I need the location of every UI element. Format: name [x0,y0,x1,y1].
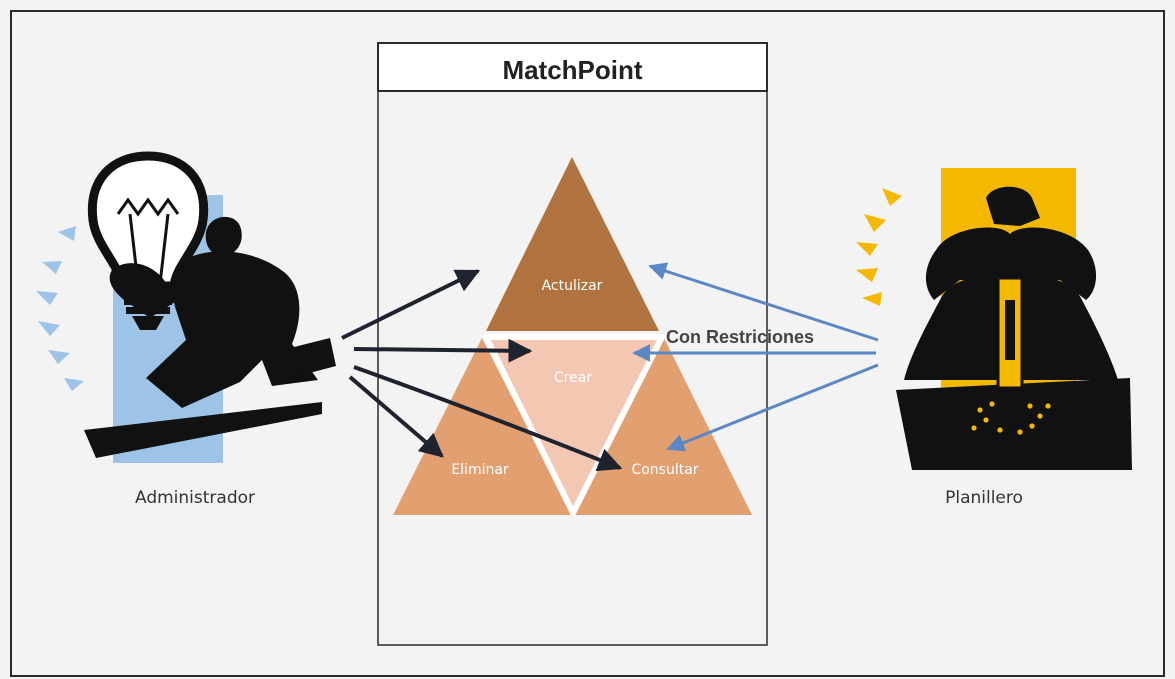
rubble-dots-icon [971,401,1051,435]
planner-motion-lines-icon [856,188,902,306]
update-label: Actulizar [541,278,603,294]
admin-to-create-arrow [353,338,533,363]
delete-label: Eliminar [451,462,509,478]
admin-to-query-arrow [353,365,623,472]
administrator-figure [36,151,336,463]
admin-to-update-arrow [341,269,481,340]
jackhammer-worker-silhouette [896,186,1132,470]
businessman-silhouette [84,216,336,458]
administrator-label: Administrador [134,488,255,508]
system-title: MatchPoint [502,55,643,85]
restrictions-note: Con Restriciones [666,327,815,347]
system-title-box [377,42,768,92]
query-label: Consultar [631,462,699,478]
jackhammer-icon [996,276,1024,436]
planner-arrows [632,262,879,452]
planner-figure [856,168,1132,470]
planner-to-query-arrow [666,363,879,452]
admin-light-rays-icon [36,226,84,391]
create-triangle [483,334,665,516]
admin-to-delete-arrow [348,375,444,458]
admin-arrows [341,269,623,472]
planner-to-update-arrow [648,262,879,342]
create-label: Crear [553,370,593,386]
update-triangle [486,157,659,331]
delete-triangle [393,338,572,515]
planner-label: Planillero [945,488,1023,508]
